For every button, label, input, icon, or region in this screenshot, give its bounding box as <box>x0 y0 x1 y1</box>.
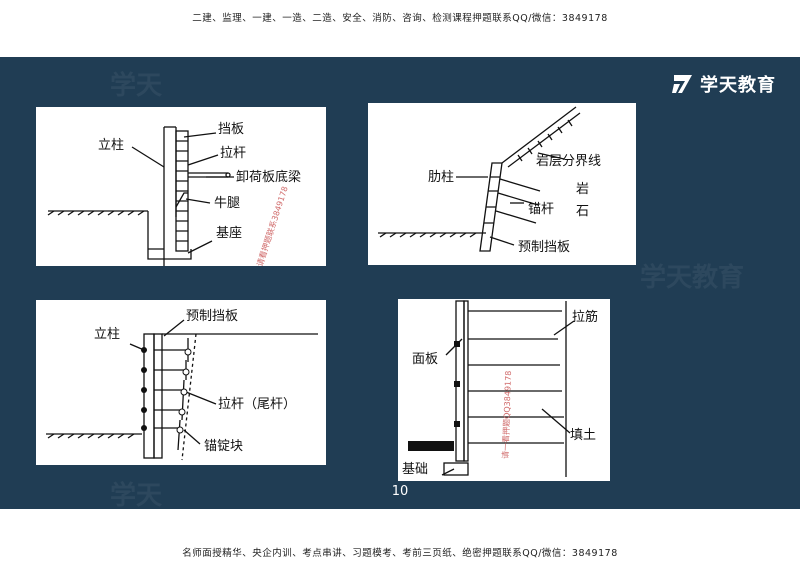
label-fill: 填土 <box>570 428 596 443</box>
label-base: 基座 <box>216 226 242 241</box>
brand-mark-icon <box>672 75 692 93</box>
label-precast-board: 预制挡板 <box>518 240 570 255</box>
diagram-panel-reinforced-earth: 拉筋 面板 填土 基础 请一看押题QQ3849178 <box>398 299 610 481</box>
label-boundary: 岩层分界线 <box>536 154 601 169</box>
watermark: 学天 <box>110 71 163 101</box>
label-face-panel: 面板 <box>412 352 438 367</box>
top-note: 二建、监理、一建、一造、二造、安全、消防、咨询、检测课程押题联系QQ/微信：38… <box>192 13 608 24</box>
reinforced-earth-diagram: 拉筋 面板 填土 基础 请一看押题QQ3849178 <box>402 300 598 477</box>
watermark: 学天 <box>110 481 163 511</box>
watermark: 学天教育 <box>640 263 745 293</box>
slide: 学天 学天 学天教育 学天教育 <box>0 57 800 511</box>
label-column: 立柱 <box>94 327 120 342</box>
label-rock: 岩 <box>576 182 589 197</box>
brand-logo: 学天教育 <box>672 70 776 98</box>
anchor-block-diagram: 立柱 预制挡板 拉杆（尾杆） 锚锭块 <box>46 309 318 461</box>
label-column: 立柱 <box>98 138 124 153</box>
label-strip: 拉筋 <box>572 309 598 325</box>
brand-name: 学天教育 <box>700 75 776 96</box>
label-rock-2: 石 <box>576 204 589 219</box>
diagram-panel-anchored: 肋柱 岩层分界线 岩 石 锚杆 预制挡板 <box>368 103 636 265</box>
stamp-text: 请一看押题QQ3849178 <box>500 371 513 460</box>
page-number: 10 <box>391 484 409 499</box>
label-unload-beam: 卸荷板底梁 <box>236 169 301 185</box>
diagram-panel-cantilever: 立柱 挡板 拉杆 卸荷板底梁 牛腿 基座 请看押题联系3849178 <box>36 107 326 266</box>
diagram-panel-anchor-block: 立柱 预制挡板 拉杆（尾杆） 锚锭块 <box>36 300 326 465</box>
label-corbel: 牛腿 <box>214 196 240 211</box>
label-board: 挡板 <box>218 122 244 137</box>
label-precast-board: 预制挡板 <box>186 309 238 324</box>
label-tie-rod: 拉杆 <box>220 146 246 161</box>
label-tie-rod: 拉杆（尾杆） <box>218 397 296 412</box>
anchored-wall-diagram: 肋柱 岩层分界线 岩 石 锚杆 预制挡板 <box>378 106 601 255</box>
bottom-note: 名师面授精华、央企内训、考点串讲、习题模考、考前三页纸、绝密押题联系QQ/微信：… <box>182 548 618 559</box>
label-rib-column: 肋柱 <box>428 170 454 185</box>
stamp-text: 请看押题联系3849178 <box>254 185 289 266</box>
label-foundation: 基础 <box>402 462 428 477</box>
cantilever-wall-diagram: 立柱 挡板 拉杆 卸荷板底梁 牛腿 基座 请看押题联系3849178 <box>47 122 301 266</box>
label-anchor: 锚杆 <box>528 202 554 217</box>
label-anchor-block: 锚锭块 <box>204 439 243 454</box>
